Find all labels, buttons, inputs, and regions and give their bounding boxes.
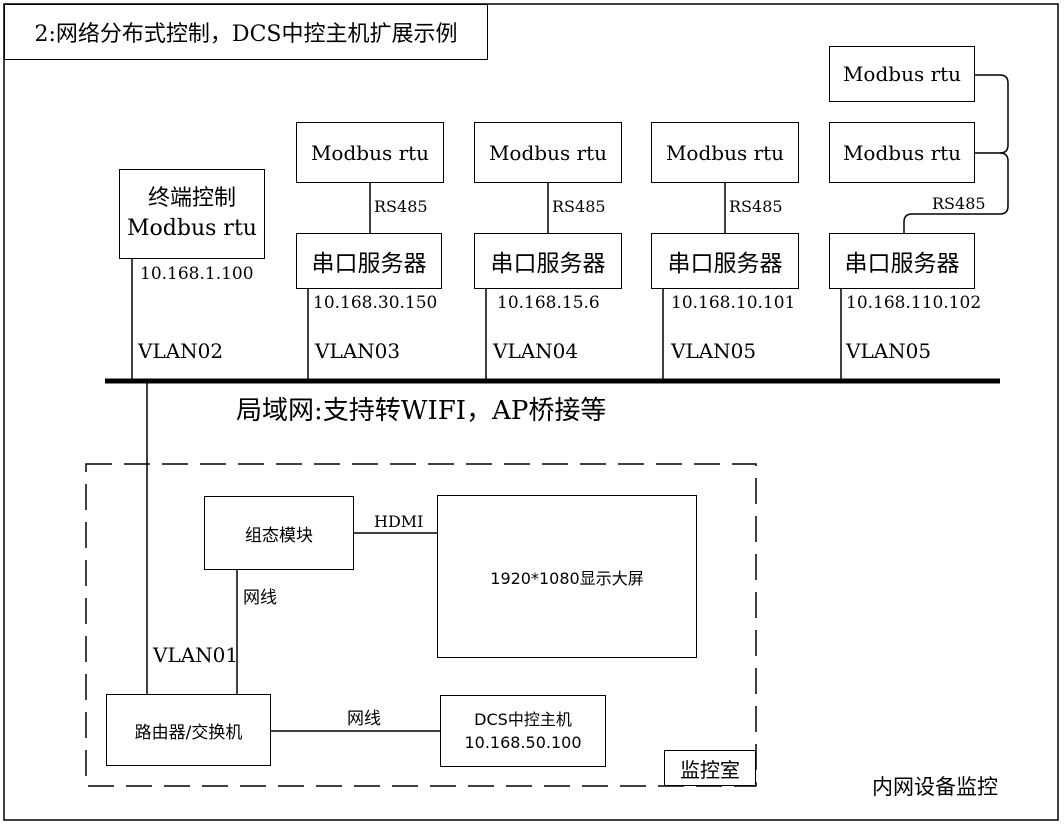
serial-server-box: 串口服务器 (829, 233, 975, 289)
cable-label-horizontal: 网线 (347, 709, 381, 729)
rs485-label: RS485 (552, 197, 606, 216)
monitor-room-label: 监控室 (680, 757, 740, 782)
serial-server-ip: 10.168.15.6 (497, 293, 600, 313)
lan-label: 局域网:支持转WIFI，AP桥接等 (236, 396, 607, 426)
cable-label-vertical: 网线 (243, 588, 277, 608)
vlan-label: VLAN04 (493, 339, 579, 363)
modbus-rtu-device-top: Modbus rtu (829, 46, 975, 102)
display-screen-box: 1920*1080显示大屏 (437, 495, 697, 658)
rs485-label: RS485 (374, 197, 428, 216)
diagram-title-box: 2:网络分布式控制，DCS中控主机扩展示例 (4, 4, 488, 60)
dcs-host-name: DCS中控主机 (474, 709, 572, 729)
dcs-host-box: DCS中控主机 10.168.50.100 (440, 695, 606, 767)
rs485-label: RS485 (729, 197, 783, 216)
footer-caption: 内网设备监控 (872, 775, 998, 799)
diagram-title: 2:网络分布式控制，DCS中控主机扩展示例 (34, 22, 458, 47)
serial-server-ip: 10.168.30.150 (313, 293, 438, 313)
dcs-host-ip: 10.168.50.100 (464, 733, 582, 752)
terminal-vlan: VLAN02 (138, 339, 224, 363)
terminal-ip: 10.168.1.100 (140, 264, 254, 284)
rs485-label: RS485 (932, 194, 986, 213)
serial-server-box: 串口服务器 (474, 233, 622, 289)
config-module-box: 组态模块 (204, 496, 354, 570)
serial-server-ip: 10.168.110.102 (846, 293, 982, 313)
vlan-label: VLAN05 (671, 339, 757, 363)
serial-server-box: 串口服务器 (296, 233, 442, 289)
vlan-label: VLAN05 (846, 339, 932, 363)
vlan-label: VLAN03 (315, 339, 401, 363)
modbus-rtu-device: Modbus rtu (651, 122, 799, 183)
terminal-control-box: 终端控制 Modbus rtu (119, 169, 265, 259)
modbus-rtu-device: Modbus rtu (474, 122, 622, 183)
vlan01-label: VLAN01 (153, 643, 239, 667)
terminal-modbus: Modbus rtu (127, 216, 257, 241)
modbus-rtu-device: Modbus rtu (829, 122, 975, 183)
router-switch-box: 路由器/交换机 (106, 694, 271, 766)
monitor-room-label-box: 监控室 (664, 750, 756, 786)
serial-server-box: 串口服务器 (651, 233, 799, 289)
hdmi-label: HDMI (374, 512, 424, 531)
serial-server-ip: 10.168.10.101 (671, 293, 796, 313)
terminal-title: 终端控制 (147, 186, 236, 212)
modbus-rtu-device: Modbus rtu (296, 122, 444, 183)
